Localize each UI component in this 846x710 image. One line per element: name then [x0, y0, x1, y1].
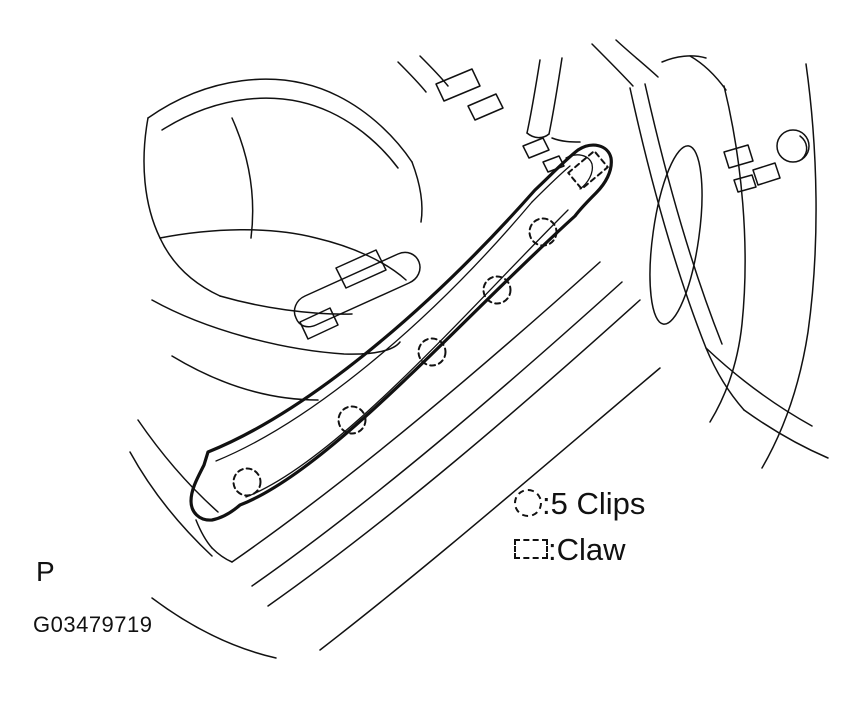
clip-symbol-icon — [514, 489, 542, 517]
clips-legend-label: :5 Clips — [542, 485, 646, 521]
car-seat-drawing — [129, 78, 423, 659]
seat-rail-slot — [293, 251, 421, 328]
clip-marker-5 — [528, 217, 558, 247]
clip-marker-4 — [482, 275, 512, 305]
clip-marker-2 — [337, 405, 367, 435]
clip-markers — [232, 217, 558, 497]
legend-row-claw: :Claw — [514, 526, 645, 572]
claw-marker-group — [567, 150, 609, 190]
armrest-pull-handle — [649, 145, 703, 325]
scuff-plate-drawing — [189, 143, 613, 522]
figure-id: G03479719 — [33, 612, 153, 637]
panel-label: P — [36, 556, 55, 587]
seat-rail-bracket — [335, 249, 387, 289]
rocker-panel-lines — [195, 261, 661, 651]
door-trim-panel-drawing — [629, 55, 829, 469]
striker-bracket — [522, 137, 550, 159]
clip-marker-3 — [417, 337, 447, 367]
claw-symbol-icon — [514, 539, 548, 559]
door-speaker-ring — [776, 129, 810, 163]
legend-row-clips: :5 Clips — [514, 480, 645, 526]
window-switch — [723, 144, 754, 169]
hinge-bracket — [467, 93, 504, 121]
claw-legend-label: :Claw — [548, 531, 626, 567]
clip-marker-1 — [232, 467, 262, 497]
scuff-plate-outline — [189, 143, 613, 522]
door-jamb-drawing — [397, 39, 659, 173]
hinge-bracket — [435, 68, 481, 102]
window-switch — [752, 162, 781, 186]
striker-bracket — [542, 155, 565, 173]
window-switch — [733, 174, 757, 193]
legend: :5 Clips :Claw — [514, 480, 645, 572]
claw-marker — [567, 150, 609, 190]
seat-rail-bracket — [299, 307, 339, 340]
